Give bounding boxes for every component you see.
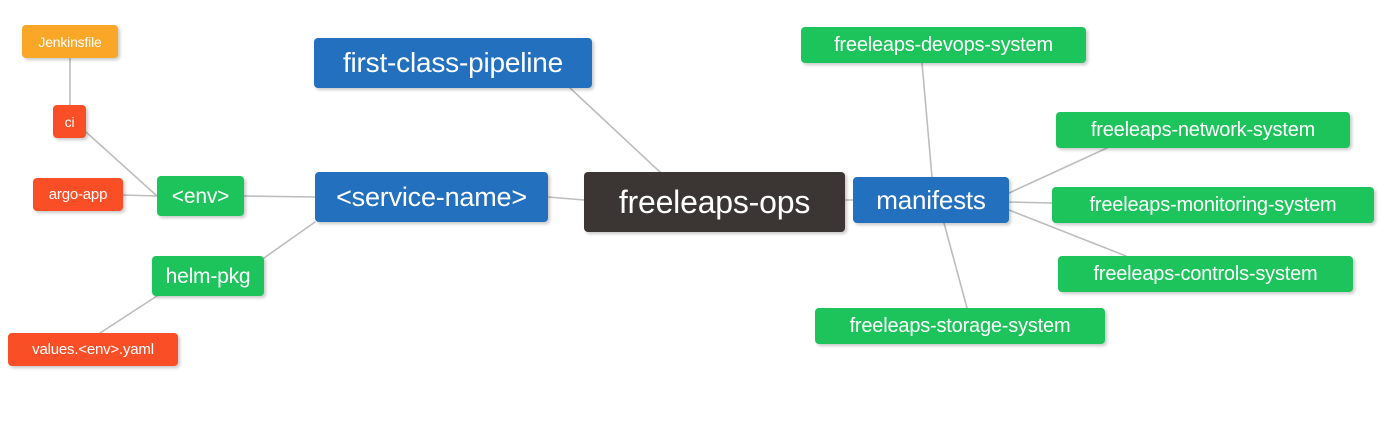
node-label-freeleaps-monitoring-system: freeleaps-monitoring-system (1089, 194, 1337, 216)
node-label-freeleaps-devops-system: freeleaps-devops-system (834, 34, 1053, 56)
edge-first-class-pipeline-to-freeleaps-ops (569, 87, 661, 173)
node-label-freeleaps-network-system: freeleaps-network-system (1090, 119, 1316, 141)
node-label-values-env-yaml: values.<env>.yaml (32, 341, 154, 358)
edge-manifests-to-freeleaps-monitoring-system (1008, 201, 1053, 204)
node-freeleaps-network-system[interactable]: freeleaps-network-system (1056, 112, 1350, 148)
node-service-name[interactable]: <service-name> (315, 172, 548, 222)
edge-argo-app-to-env (122, 194, 158, 197)
node-helm-pkg[interactable]: helm-pkg (152, 256, 264, 296)
node-label-freeleaps-storage-system: freeleaps-storage-system (849, 315, 1071, 337)
node-label-helm-pkg: helm-pkg (165, 264, 251, 288)
node-freeleaps-monitoring-system[interactable]: freeleaps-monitoring-system (1052, 187, 1374, 223)
node-label-jenkinsfile: Jenkinsfile (38, 33, 102, 50)
node-jenkinsfile[interactable]: Jenkinsfile (22, 25, 118, 58)
node-label-ci: ci (64, 113, 75, 130)
node-label-manifests: manifests (876, 185, 986, 215)
node-ci[interactable]: ci (53, 105, 86, 138)
node-freeleaps-controls-system[interactable]: freeleaps-controls-system (1058, 256, 1353, 292)
node-freeleaps-ops[interactable]: freeleaps-ops (584, 172, 845, 232)
edge-service-name-to-freeleaps-ops (547, 196, 585, 201)
edge-manifests-to-freeleaps-storage-system (943, 222, 968, 309)
node-freeleaps-devops-system[interactable]: freeleaps-devops-system (801, 27, 1086, 63)
node-label-service-name: <service-name> (336, 181, 527, 212)
node-freeleaps-storage-system[interactable]: freeleaps-storage-system (815, 308, 1105, 344)
edge-service-name-to-helm-pkg (263, 221, 316, 259)
node-env[interactable]: <env> (157, 176, 244, 216)
node-argo-app[interactable]: argo-app (33, 178, 123, 211)
node-label-freeleaps-ops: freeleaps-ops (618, 184, 811, 220)
node-first-class-pipeline[interactable]: first-class-pipeline (314, 38, 592, 88)
node-label-freeleaps-controls-system: freeleaps-controls-system (1093, 263, 1318, 285)
edge-env-to-service-name (243, 195, 316, 198)
edge-helm-pkg-to-values-env-yaml (99, 293, 161, 334)
node-manifests[interactable]: manifests (853, 177, 1009, 223)
node-label-env: <env> (171, 184, 230, 208)
edge-manifests-to-freeleaps-devops-system (921, 62, 933, 178)
node-values-env-yaml[interactable]: values.<env>.yaml (8, 333, 178, 366)
node-label-first-class-pipeline: first-class-pipeline (342, 47, 564, 78)
node-label-argo-app: argo-app (48, 186, 108, 203)
